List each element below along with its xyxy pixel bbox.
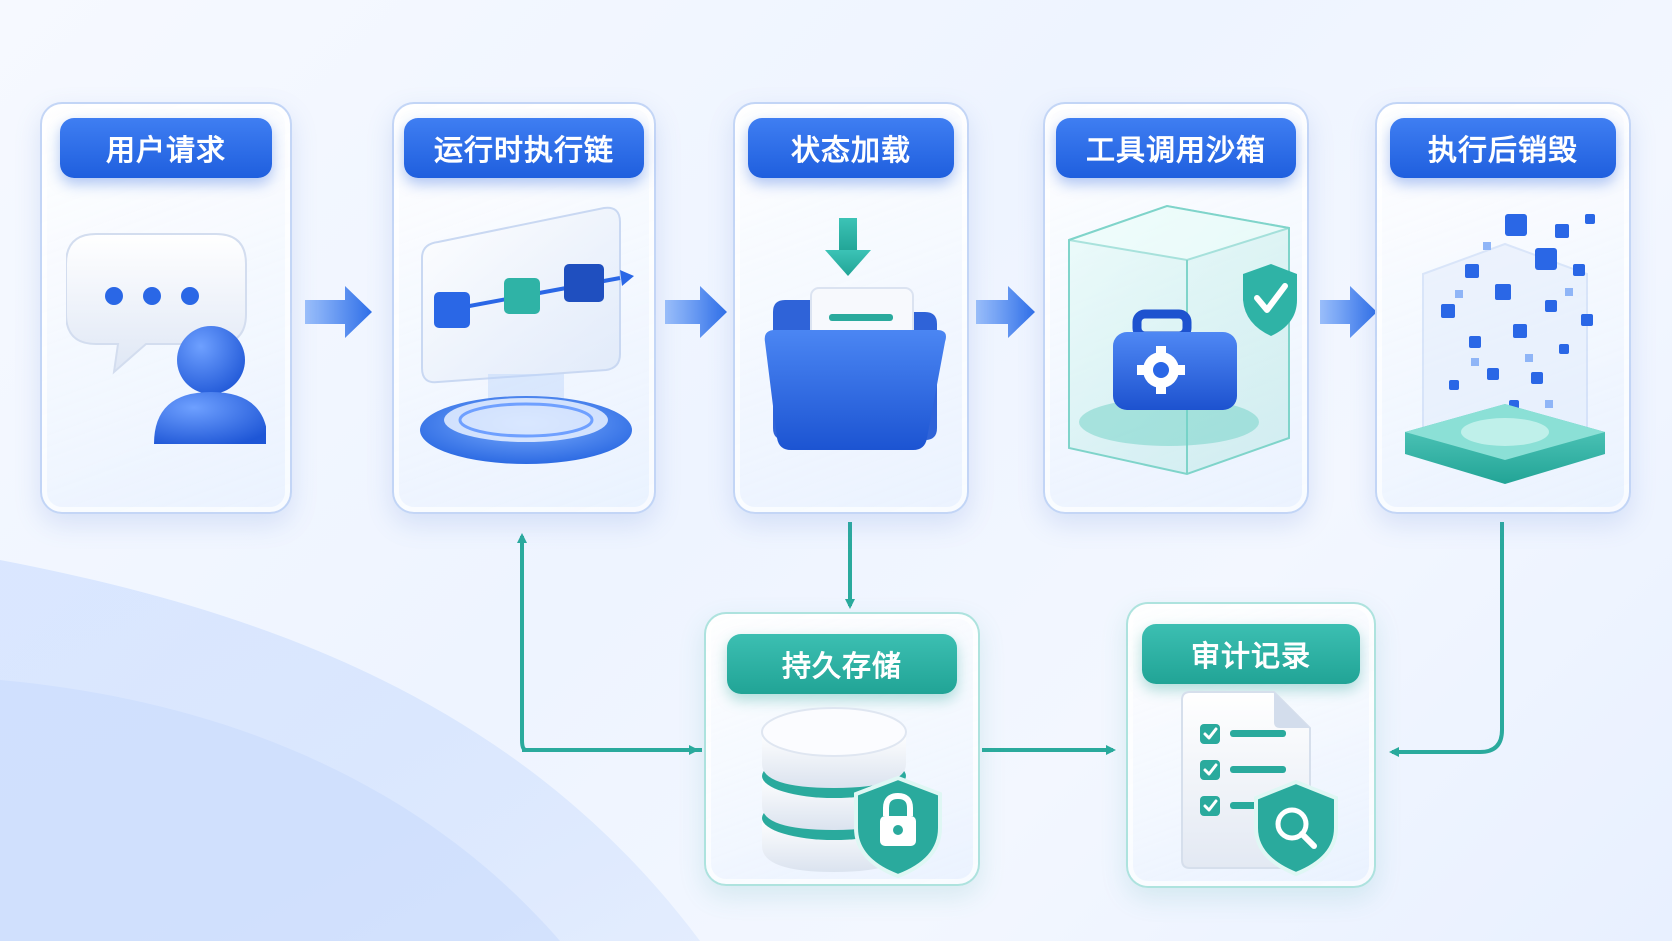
chain-platform-icon <box>408 204 644 480</box>
card-destroy-after: 执行后销毁 <box>1375 102 1631 514</box>
card-tool-sandbox: 工具调用沙箱 <box>1043 102 1309 514</box>
step-label-tool-sandbox: 工具调用沙箱 <box>1056 118 1296 178</box>
card-persistent-storage: 持久存储 <box>704 612 980 886</box>
step-label-state-loading: 状态加载 <box>748 118 954 178</box>
step-label-destroy-after: 执行后销毁 <box>1390 118 1616 178</box>
arrow-2-3 <box>665 286 727 338</box>
folder-download-icon <box>761 216 951 466</box>
arrow-3-4 <box>976 286 1035 338</box>
checklist-search-icon <box>1178 688 1348 878</box>
dissolving-cubes-icon <box>1395 204 1615 494</box>
card-runtime-chain: 运行时执行链 <box>392 102 656 514</box>
card-audit-record: 审计记录 <box>1126 602 1376 888</box>
node-label-persistent-storage: 持久存储 <box>727 634 957 694</box>
chat-user-icon <box>66 222 266 452</box>
arrow-1-2 <box>305 286 372 338</box>
database-lock-icon <box>756 698 956 878</box>
step-label-user-request: 用户请求 <box>60 118 272 178</box>
arrow-4-5 <box>1320 286 1377 338</box>
step-label-runtime-chain: 运行时执行链 <box>404 118 644 178</box>
node-label-audit-record: 审计记录 <box>1142 624 1360 684</box>
card-state-loading: 状态加载 <box>733 102 969 514</box>
sandbox-toolbox-icon <box>1057 202 1301 492</box>
card-user-request: 用户请求 <box>40 102 292 514</box>
